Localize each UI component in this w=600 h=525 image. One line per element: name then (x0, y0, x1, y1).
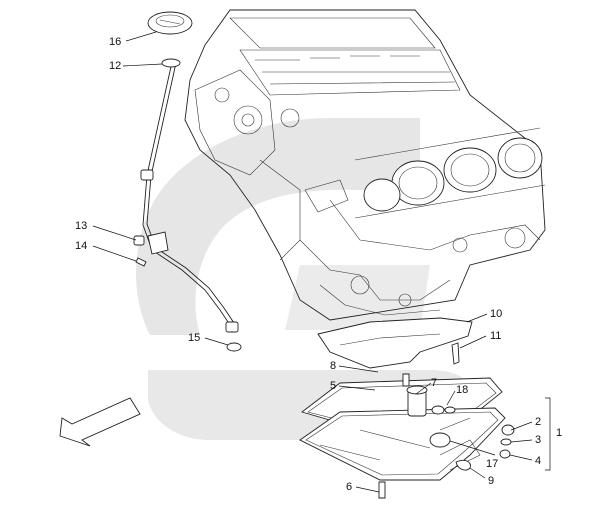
gasket-bolt (402, 373, 410, 387)
cylinder-bores (363, 137, 543, 212)
bracket-clip (133, 235, 145, 246)
dipstick-tube-collar (140, 169, 154, 181)
callout-14: 14 (75, 240, 88, 252)
callout-2: 2 (535, 416, 542, 428)
tube-lower-end (225, 321, 239, 333)
oil-pan-assembly (299, 373, 515, 499)
drain-washer (500, 438, 512, 446)
oil-pan (299, 407, 506, 481)
callout-18: 18 (456, 384, 469, 396)
callout-3: 3 (535, 434, 542, 446)
dipstick-bracket (147, 231, 169, 255)
callout-13: 13 (75, 220, 88, 232)
oil-baffle-plate (317, 317, 473, 369)
drain-screw (499, 449, 511, 459)
callout-1: 1 (556, 427, 563, 439)
oil-filler-cap (147, 11, 193, 35)
callout-15: 15 (188, 332, 201, 344)
seal-ring-9 (455, 459, 471, 471)
pan-bolt (378, 481, 386, 499)
baffle-bolt (451, 342, 460, 365)
drain-plug (501, 424, 515, 436)
callout-17: 17 (486, 458, 499, 470)
arrow-down-left-icon (59, 397, 141, 447)
dipstick-handle (161, 58, 181, 68)
callout-8: 8 (330, 360, 337, 372)
callout-12: 12 (109, 60, 122, 72)
tube-seal-ring (226, 342, 242, 352)
oil-level-sensor (429, 432, 451, 448)
callout-4: 4 (535, 455, 542, 467)
group-bracket (545, 397, 551, 471)
callout-10: 10 (490, 308, 503, 320)
callout-7: 7 (431, 377, 438, 389)
bracket-screw (135, 257, 147, 267)
callout-9: 9 (488, 475, 495, 487)
engine-block (184, 9, 546, 321)
callout-5: 5 (330, 380, 337, 392)
leader-lines (92, 31, 533, 493)
dipstick-assembly (133, 58, 242, 352)
callout-6: 6 (346, 481, 353, 493)
callout-11: 11 (490, 330, 502, 342)
callout-16: 16 (109, 36, 122, 48)
